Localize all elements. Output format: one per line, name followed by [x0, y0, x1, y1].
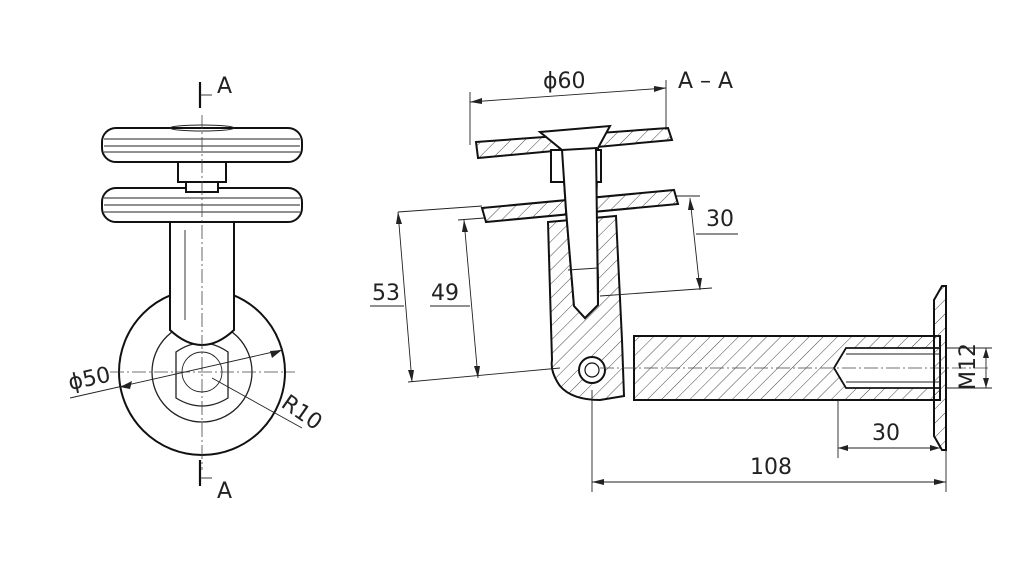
dim-line-phi50: [69, 349, 283, 399]
dim-49: 49: [431, 281, 459, 306]
front-view: A ϕ50 R10: [66, 74, 326, 504]
dim-length: 108: [750, 455, 792, 480]
dim-line-49: [463, 219, 479, 379]
section-view: A – A ϕ60: [370, 69, 992, 492]
dim-53: 53: [372, 281, 400, 306]
dim-line-r10: [211, 377, 303, 429]
dim-line-offset: [689, 197, 701, 291]
dim-line-phi60: [469, 87, 667, 103]
dim-phi60: ϕ60: [543, 69, 586, 94]
dim-m12: M12: [956, 343, 981, 390]
section-letter-top: A: [217, 74, 232, 99]
dim-offset: 30: [706, 207, 734, 232]
dim-phi50: ϕ50: [66, 363, 113, 396]
section-letter-bottom: A: [217, 479, 232, 504]
section-title: A – A: [678, 69, 733, 94]
dim-thread-depth: 30: [872, 421, 900, 446]
dim-r10: R10: [277, 390, 327, 435]
end-plate: [933, 285, 947, 451]
dim-line-53: [397, 211, 413, 383]
